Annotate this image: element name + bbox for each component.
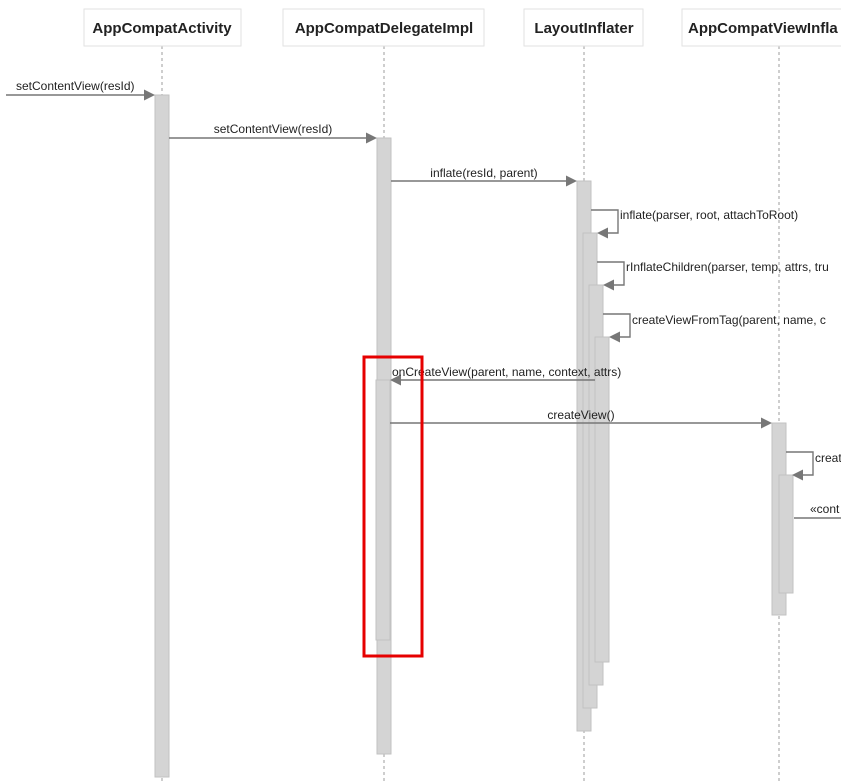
activation-bar-activity: [154, 94, 170, 778]
lifeline-box: [523, 8, 644, 47]
message-constructor-outgoing: «cont: [794, 502, 841, 519]
message-label: creat: [815, 451, 841, 465]
message-rinflatechildren-self: rInflateChildren(parser, temp, attrs, tr…: [597, 260, 829, 291]
message-setcontentview-entry: setContentView(resId): [6, 79, 155, 101]
message-label: createView(): [547, 408, 614, 422]
message-label: onCreateView(parent, name, context, attr…: [392, 365, 621, 379]
message-arrow-line: [603, 313, 631, 338]
message-oncreateview: onCreateView(parent, name, context, attr…: [390, 365, 621, 386]
message-inflate-self: inflate(parser, root, attachToRoot): [591, 208, 798, 239]
message-arrow-line: [786, 451, 814, 476]
arrow-head-icon: [792, 469, 803, 481]
lifeline-title: LayoutInflater: [534, 20, 633, 37]
message-label: inflate(parser, root, attachToRoot): [620, 208, 798, 222]
message-inflate: inflate(resId, parent): [391, 166, 577, 187]
message-label: setContentView(resId): [16, 79, 135, 93]
message-label: setContentView(resId): [214, 122, 333, 136]
highlight-box: [362, 355, 424, 658]
lifeline-header-layout-inflater: LayoutInflater: [523, 8, 644, 47]
activation-bar-delegate-oncreateview: [375, 379, 391, 641]
lifeline-box: [282, 8, 485, 47]
message-viewinflater-self: creat: [786, 451, 841, 481]
lifeline-title: AppCompatViewInfla: [688, 20, 838, 37]
lifeline-box: [83, 8, 242, 47]
message-arrow-line: [591, 209, 619, 234]
message-label: «cont: [810, 502, 840, 516]
message-label: inflate(resId, parent): [430, 166, 537, 180]
lifeline-box: [681, 8, 841, 47]
message-setcontentview-delegate: setContentView(resId): [169, 122, 377, 144]
message-createviewfromtag-self: createViewFromTag(parent, name, c: [603, 313, 826, 343]
message-label: rInflateChildren(parser, temp, attrs, tr…: [626, 260, 829, 274]
lifeline-header-appcompat-view-inflater: AppCompatViewInfla: [681, 8, 841, 47]
message-createview: createView(): [390, 408, 772, 429]
message-arrow-line: [597, 261, 625, 286]
arrow-head-icon: [761, 417, 772, 429]
lifeline-header-appcompat-delegate-impl: AppCompatDelegateImpl: [282, 8, 485, 47]
arrow-head-icon: [603, 279, 614, 291]
activation-bar-inflater-createviewfromtag: [594, 336, 610, 663]
activation-bar-viewinflater-nested: [778, 474, 794, 594]
arrow-head-icon: [566, 175, 577, 187]
arrow-head-icon: [366, 132, 377, 144]
arrow-head-icon: [144, 89, 155, 101]
lifeline-title: AppCompatActivity: [92, 20, 232, 37]
arrow-head-icon: [609, 331, 620, 343]
arrow-head-icon: [597, 227, 608, 239]
lifeline-title: AppCompatDelegateImpl: [295, 20, 473, 37]
lifeline-header-appcompat-activity: AppCompatActivity: [83, 8, 242, 47]
message-label: createViewFromTag(parent, name, c: [632, 313, 826, 327]
arrow-head-icon: [390, 374, 401, 386]
